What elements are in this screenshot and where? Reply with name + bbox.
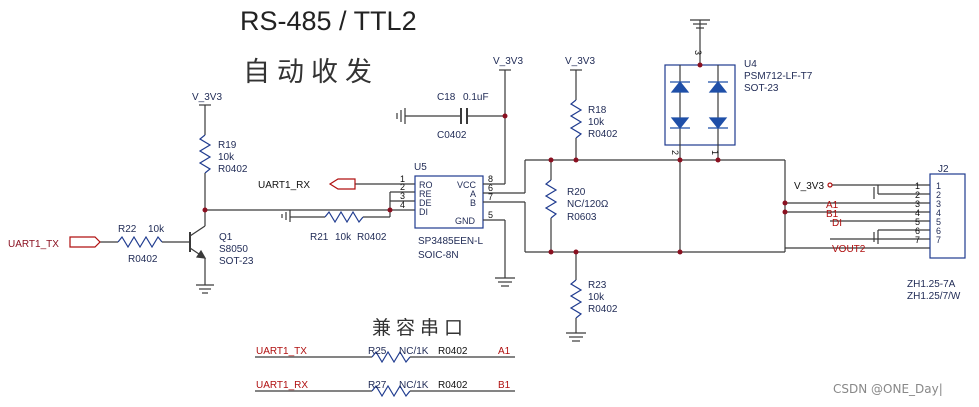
u5-pin-2-name: RE — [419, 189, 432, 199]
j2-pin-7-num: 7 — [915, 235, 920, 245]
u5-pin-3-name: DE — [419, 198, 432, 208]
r25-net-right: A1 — [498, 346, 511, 357]
net-b1: B1 — [826, 209, 839, 220]
j2-ref: J2 — [938, 164, 949, 175]
r21-ref: R21 — [310, 232, 329, 243]
watermark: CSDN @ONE_Day| — [833, 382, 943, 396]
u5-pin-3-num: 3 — [400, 191, 405, 201]
u5-pin-8-num: 8 — [488, 174, 493, 184]
u5-pin-4-num: 4 — [400, 200, 405, 210]
u5-ref: U5 — [414, 162, 427, 173]
compat-port-label: 兼容串口 — [372, 317, 469, 339]
power-v3v3-1: V_3V3 — [192, 92, 222, 103]
j2-pin-1-num: 1 — [915, 181, 920, 191]
r25-net-left: UART1_TX — [256, 346, 307, 357]
schematic-subtitle: 自动收发 — [243, 57, 379, 88]
r23-pkg: R0402 — [588, 304, 618, 315]
j2-pin-6-num: 6 — [915, 226, 920, 236]
r27-net-right: B1 — [498, 380, 511, 391]
u4-ref: U4 — [744, 59, 757, 70]
r22-pkg: R0402 — [128, 254, 158, 265]
u5-pin-6-name: A — [470, 189, 476, 199]
power-v3v3-2: V_3V3 — [493, 56, 523, 67]
j2-pin-4-num: 4 — [915, 208, 920, 218]
u5-pin-4-name: DI — [419, 207, 428, 217]
c18-pkg: C0402 — [437, 130, 467, 141]
j2-pin-5-label: 5 — [936, 217, 941, 227]
j2-pin-5-num: 5 — [915, 217, 920, 227]
j2-pin-4-label: 4 — [936, 208, 941, 218]
r20-pkg: R0603 — [567, 212, 597, 223]
q1-part: S8050 — [219, 244, 248, 255]
j2-pin-3-label: 3 — [936, 199, 941, 209]
r18-value: 10k — [588, 117, 605, 128]
u4-pin-1: 1 — [710, 150, 720, 155]
r27-net-left: UART1_RX — [256, 380, 308, 391]
r19-pkg: R0402 — [218, 164, 248, 175]
u5-pin-7-num: 7 — [488, 192, 493, 202]
u4-gnd-pin: 3 — [693, 50, 703, 55]
net-uart-rx: UART1_RX — [258, 180, 310, 191]
j2-part2: ZH1.25/7/W — [907, 291, 961, 302]
r22-value: 10k — [148, 224, 165, 235]
u4-part: PSM712-LF-T7 — [744, 71, 813, 82]
u5-pin-6-num: 6 — [488, 183, 493, 193]
r25-value: NC/1K — [399, 346, 429, 357]
j2-pin-6-label: 6 — [936, 226, 941, 236]
r20-value: NC/120Ω — [567, 199, 609, 210]
net-ports — [69, 178, 833, 248]
q1-ref: Q1 — [219, 232, 233, 243]
r27-ref: R27 — [368, 380, 387, 391]
r25-ref: R25 — [368, 346, 387, 357]
j2-pin-1-label: 1 — [936, 181, 941, 191]
r27-pkg: R0402 — [438, 380, 468, 391]
tvs-diodes — [670, 81, 728, 129]
u5-pin-8-name: VCC — [457, 180, 477, 190]
r21-value: 10k — [335, 232, 352, 243]
u5-pin-1-name: RO — [419, 180, 433, 190]
r18-ref: R18 — [588, 105, 607, 116]
u5-pin-1-num: 1 — [400, 174, 405, 184]
u5-pin-5-num: 5 — [488, 210, 493, 220]
power-v3v3-4: V_3V3 — [794, 181, 824, 192]
schematic-title: RS-485 / TTL2 — [240, 6, 417, 36]
r18-pkg: R0402 — [588, 129, 618, 140]
j2-pin-2-label: 2 — [936, 190, 941, 200]
j2-pin-2-num: 2 — [915, 190, 920, 200]
r21-pkg: R0402 — [357, 232, 387, 243]
u5-pkg: SOIC-8N — [418, 250, 459, 261]
j2-part: ZH1.25-7A — [907, 279, 956, 290]
r19-ref: R19 — [218, 140, 237, 151]
net-uart-tx: UART1_TX — [8, 239, 59, 250]
r20-ref: R20 — [567, 187, 586, 198]
net-vout2: VOUT2 — [832, 244, 866, 255]
u5-pin-2-num: 2 — [400, 182, 405, 192]
u4-pkg: SOT-23 — [744, 83, 779, 94]
net-di: DI — [832, 218, 842, 229]
r25-pkg: R0402 — [438, 346, 468, 357]
c18-ref: C18 — [437, 92, 456, 103]
r23-value: 10k — [588, 292, 605, 303]
j2-pin-7-label: 7 — [936, 235, 941, 245]
q1-pkg: SOT-23 — [219, 256, 254, 267]
power-v3v3-3: V_3V3 — [565, 56, 595, 67]
j2-pin-3-num: 3 — [915, 199, 920, 209]
junction-dots — [202, 62, 788, 255]
c18-value: 0.1uF — [463, 92, 489, 103]
r23-ref: R23 — [588, 280, 607, 291]
u5-pin-5-name: GND — [455, 216, 476, 226]
net-a1: A1 — [826, 200, 839, 211]
u5-pin-7-name: B — [470, 198, 476, 208]
u4-pin-2: 2 — [670, 150, 680, 155]
r22-ref: R22 — [118, 224, 137, 235]
r19-value: 10k — [218, 152, 235, 163]
wires — [100, 19, 966, 398]
u5-part: SP3485EEN-L — [418, 236, 483, 247]
r27-value: NC/1K — [399, 380, 429, 391]
